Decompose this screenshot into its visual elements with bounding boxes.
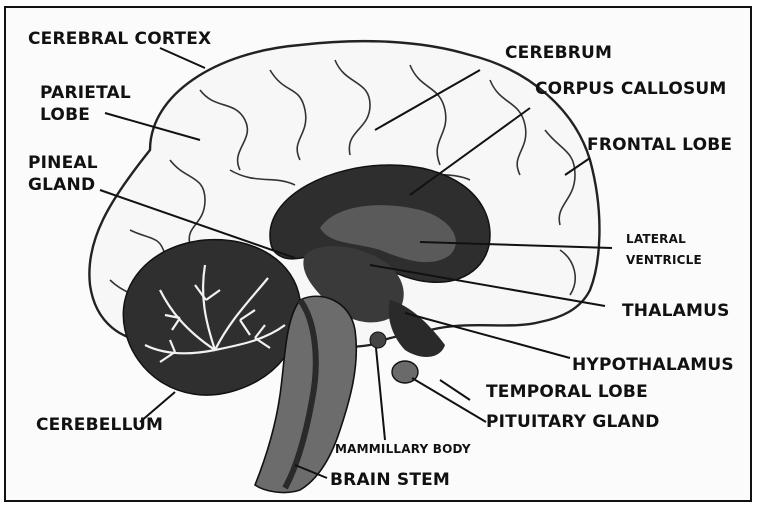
cerebellum-shape [123,240,300,395]
label-pineal-gland-line2: GLAND [28,176,95,195]
label-thalamus: THALAMUS [622,302,730,321]
label-cerebral-cortex: CEREBRAL CORTEX [28,30,211,49]
label-temporal-lobe: TEMPORAL LOBE [486,383,648,402]
label-pineal-gland-line1: PINEAL [28,154,98,173]
label-parietal-lobe-line1: PARIETAL [40,84,131,103]
label-hypothalamus: HYPOTHALAMUS [572,356,734,375]
label-mammillary-body: MAMMILLARY BODY [335,443,471,456]
cerebral-cortex-leader [160,48,205,68]
label-cerebrum: CEREBRUM [505,44,612,63]
label-frontal-lobe: FRONTAL LOBE [587,136,732,155]
label-lateral-ventricle-line2: VENTRICLE [626,254,702,267]
label-lateral-ventricle-line1: LATERAL [626,233,686,246]
mammillary-shape [370,332,386,348]
pituitary-gland-leader [412,378,486,422]
mammillary-body-leader [376,348,385,440]
label-pituitary-gland: PITUITARY GLAND [486,413,660,432]
label-brain-stem: BRAIN STEM [330,471,450,490]
label-cerebellum: CEREBELLUM [36,416,163,435]
label-parietal-lobe-line2: LOBE [40,106,90,125]
label-corpus-callosum: CORPUS CALLOSUM [535,80,727,99]
